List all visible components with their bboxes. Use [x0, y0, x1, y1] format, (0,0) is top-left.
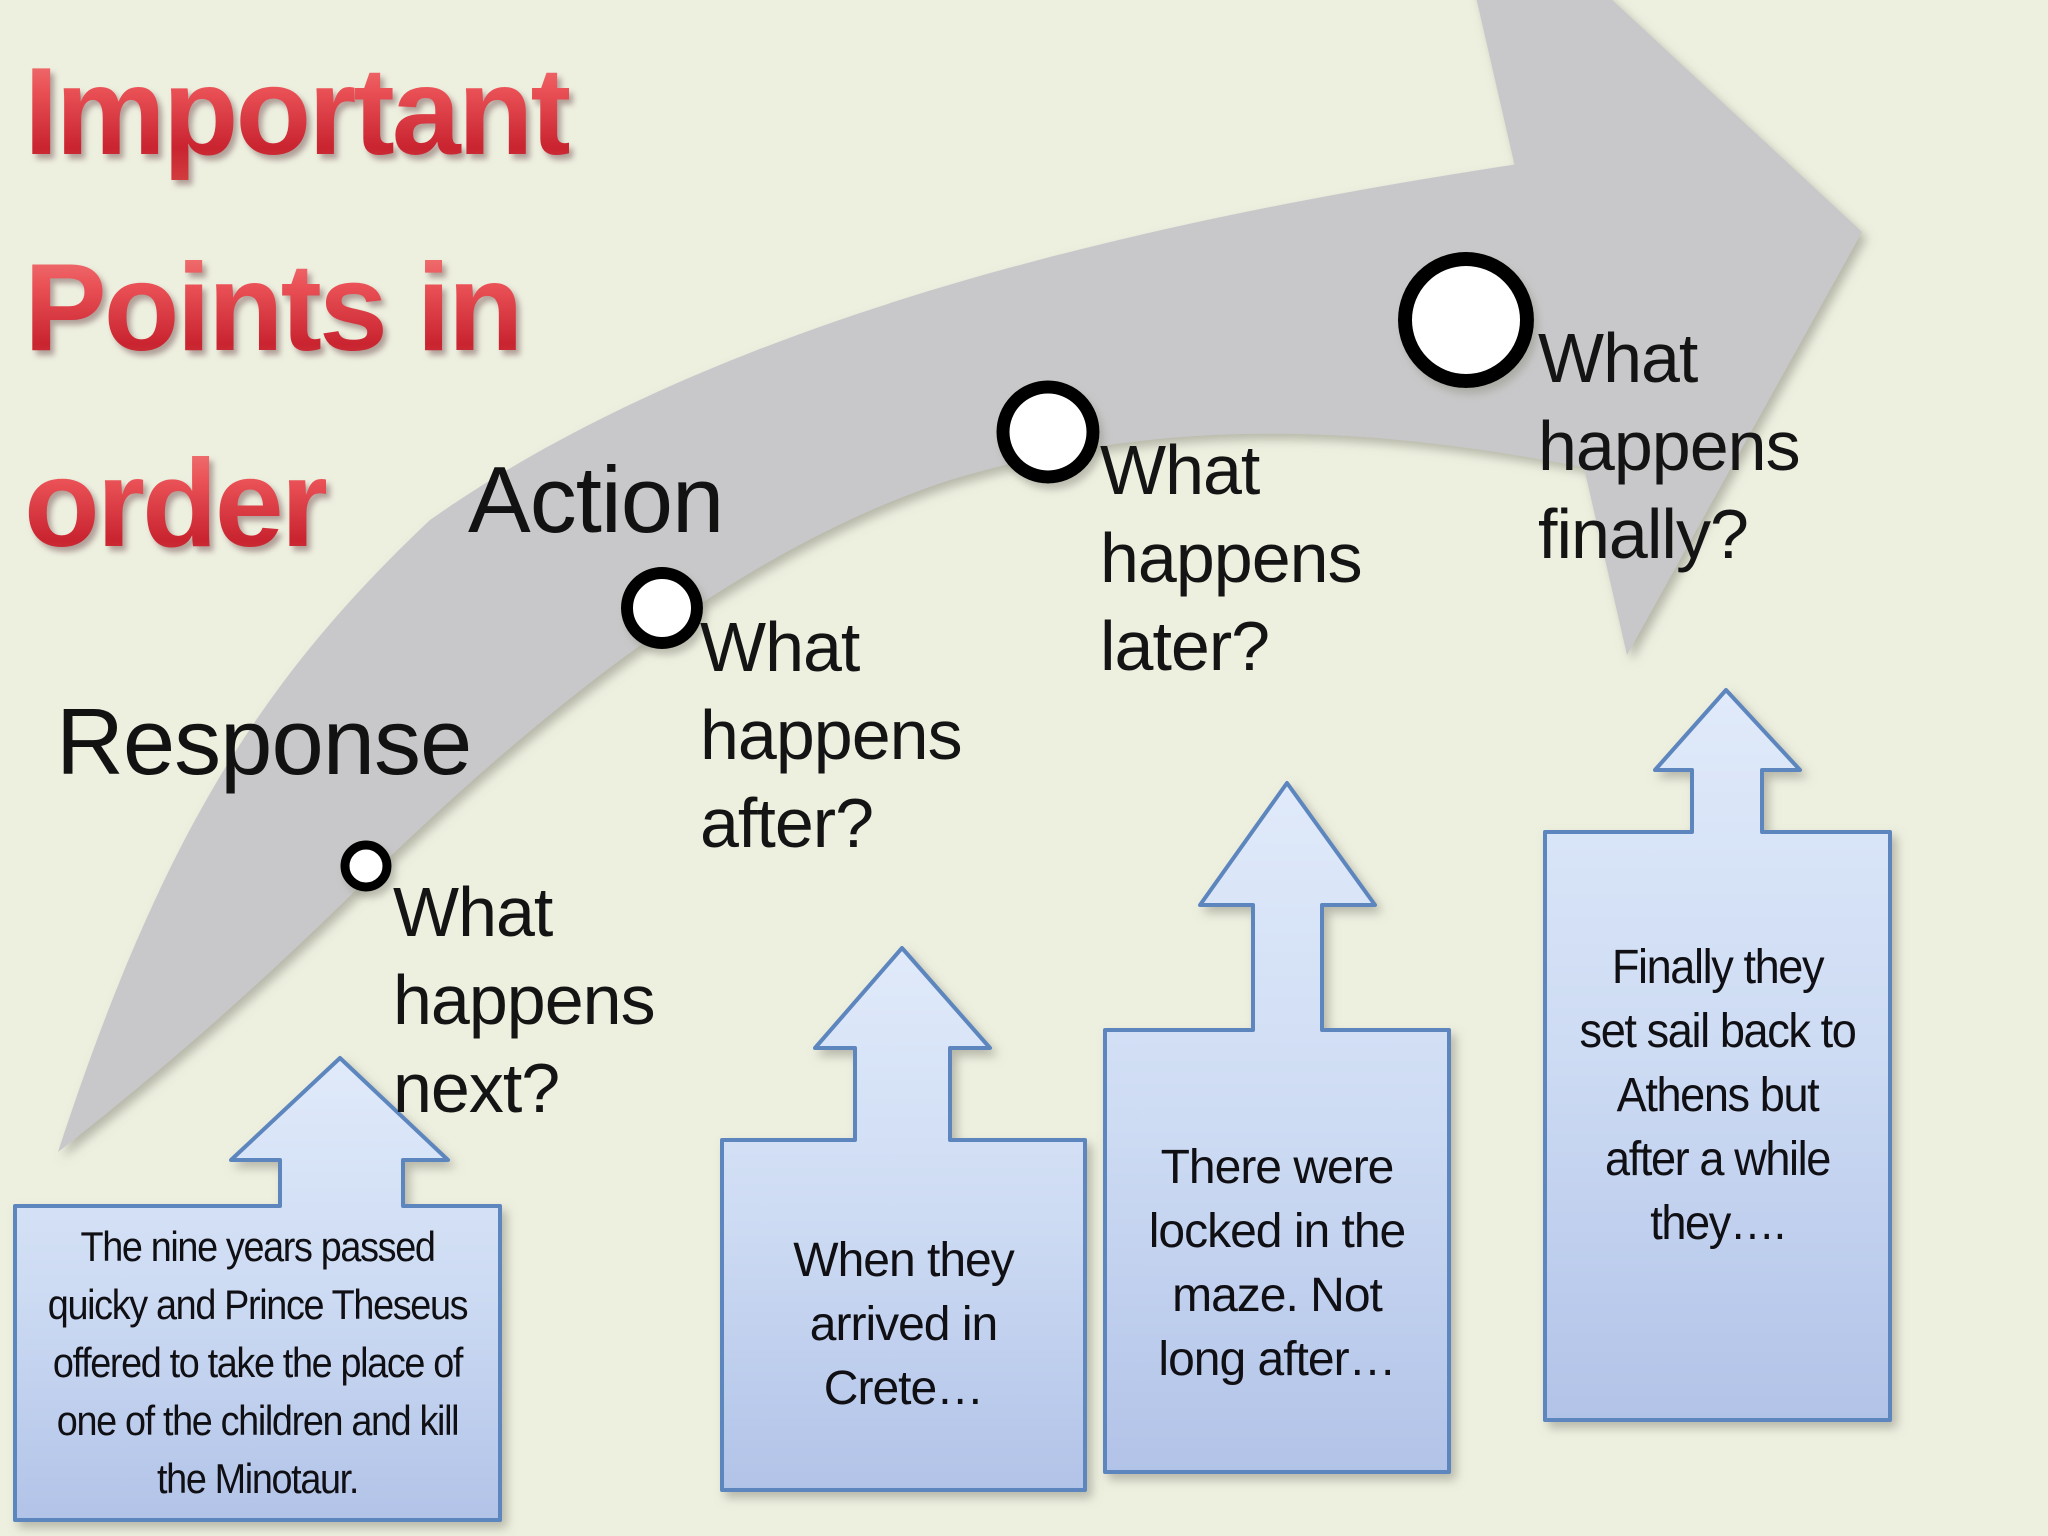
sequence-arrow-band — [58, 160, 1597, 1152]
callout-shape-2 — [720, 946, 1087, 1492]
callout-shape-3 — [1103, 781, 1451, 1474]
slide-title-line-1: Important — [24, 14, 572, 210]
milestone-circle-finally — [1398, 252, 1534, 388]
callout-text-4: Finally they set sail back to Athens but… — [1579, 941, 1857, 1250]
stage-label-action: Action — [468, 447, 724, 552]
milestone-markers — [340, 252, 1534, 892]
question-what-happens-after: What happens after? — [700, 608, 963, 862]
question-what-happens-next: What happens next? — [393, 873, 656, 1127]
milestone-circle-after — [621, 567, 703, 649]
slide-title: Important Points in order — [24, 14, 572, 602]
stage-label-response: Response — [56, 689, 472, 794]
sequence-arrow — [58, 0, 1862, 1152]
callout-text-3: There were locked in the maze. Not long … — [1148, 1141, 1407, 1386]
question-what-happens-finally: What happens finally? — [1538, 319, 1801, 573]
slide-title-line-2: Points in — [24, 210, 524, 406]
milestone-circle-next — [340, 840, 392, 892]
slide-title-line-3: order — [24, 406, 329, 602]
callout-shapes — [13, 688, 1892, 1522]
callout-text-2: When they arrived in Crete… — [793, 1234, 1014, 1415]
question-what-happens-later: What happens later? — [1100, 431, 1363, 685]
sequence-arrow-head — [1476, 0, 1862, 655]
milestone-circle-later — [996, 380, 1100, 484]
callout-shape-1 — [13, 1056, 502, 1522]
callout-shape-4 — [1543, 688, 1892, 1422]
callout-text-1: The nine years passed quicky and Prince … — [47, 1223, 469, 1502]
